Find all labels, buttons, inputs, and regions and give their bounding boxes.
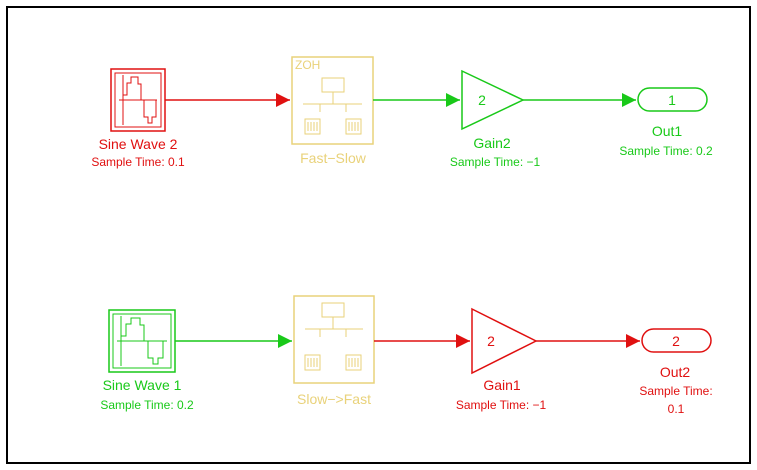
sine-wave-2-block[interactable] <box>110 68 166 132</box>
slow-fast-label: Slow−>Fast <box>297 391 371 407</box>
rate-transition-icon <box>303 77 362 135</box>
fast-slow-block[interactable]: ZOH <box>291 56 374 145</box>
gain2-value: 2 <box>478 92 486 108</box>
sine-wave-2-sample-time: Sample Time: 0.1 <box>91 155 185 169</box>
out2-sample-time: Sample Time: <box>639 384 712 398</box>
out2-label: Out2 <box>660 364 691 380</box>
sine-wave-2-label: Sine Wave 2 <box>99 136 178 152</box>
out1-port[interactable]: 1 <box>637 87 708 112</box>
out1-label: Out1 <box>652 123 683 139</box>
zoh-badge: ZOH <box>295 58 320 72</box>
fast-slow-label: Fast−Slow <box>300 150 367 166</box>
out2-number: 2 <box>672 333 680 349</box>
diagram-frame <box>6 6 751 464</box>
rate-transition-icon <box>304 302 363 371</box>
gain1-block[interactable]: 2 <box>471 307 538 375</box>
out2-sample-time-value: 0.1 <box>668 402 685 416</box>
out1-sample-time: Sample Time: 0.2 <box>619 144 713 158</box>
gain2-block[interactable]: 2 <box>461 69 525 131</box>
gain1-label: Gain1 <box>483 377 521 393</box>
out1-number: 1 <box>668 92 676 108</box>
gain2-label: Gain2 <box>473 135 511 151</box>
sine-wave-1-block[interactable] <box>108 309 176 373</box>
gain1-value: 2 <box>487 333 495 349</box>
sine-wave-1-label: Sine Wave 1 <box>103 377 182 393</box>
sine-wave-icon <box>119 75 157 125</box>
slow-fast-block[interactable] <box>293 295 375 384</box>
sine-wave-1-sample-time: Sample Time: 0.2 <box>100 398 194 412</box>
gain2-sample-time: Sample Time: −1 <box>450 155 541 169</box>
sine-wave-icon <box>117 316 167 366</box>
out2-port[interactable]: 2 <box>641 328 712 353</box>
gain1-sample-time: Sample Time: −1 <box>456 398 547 412</box>
